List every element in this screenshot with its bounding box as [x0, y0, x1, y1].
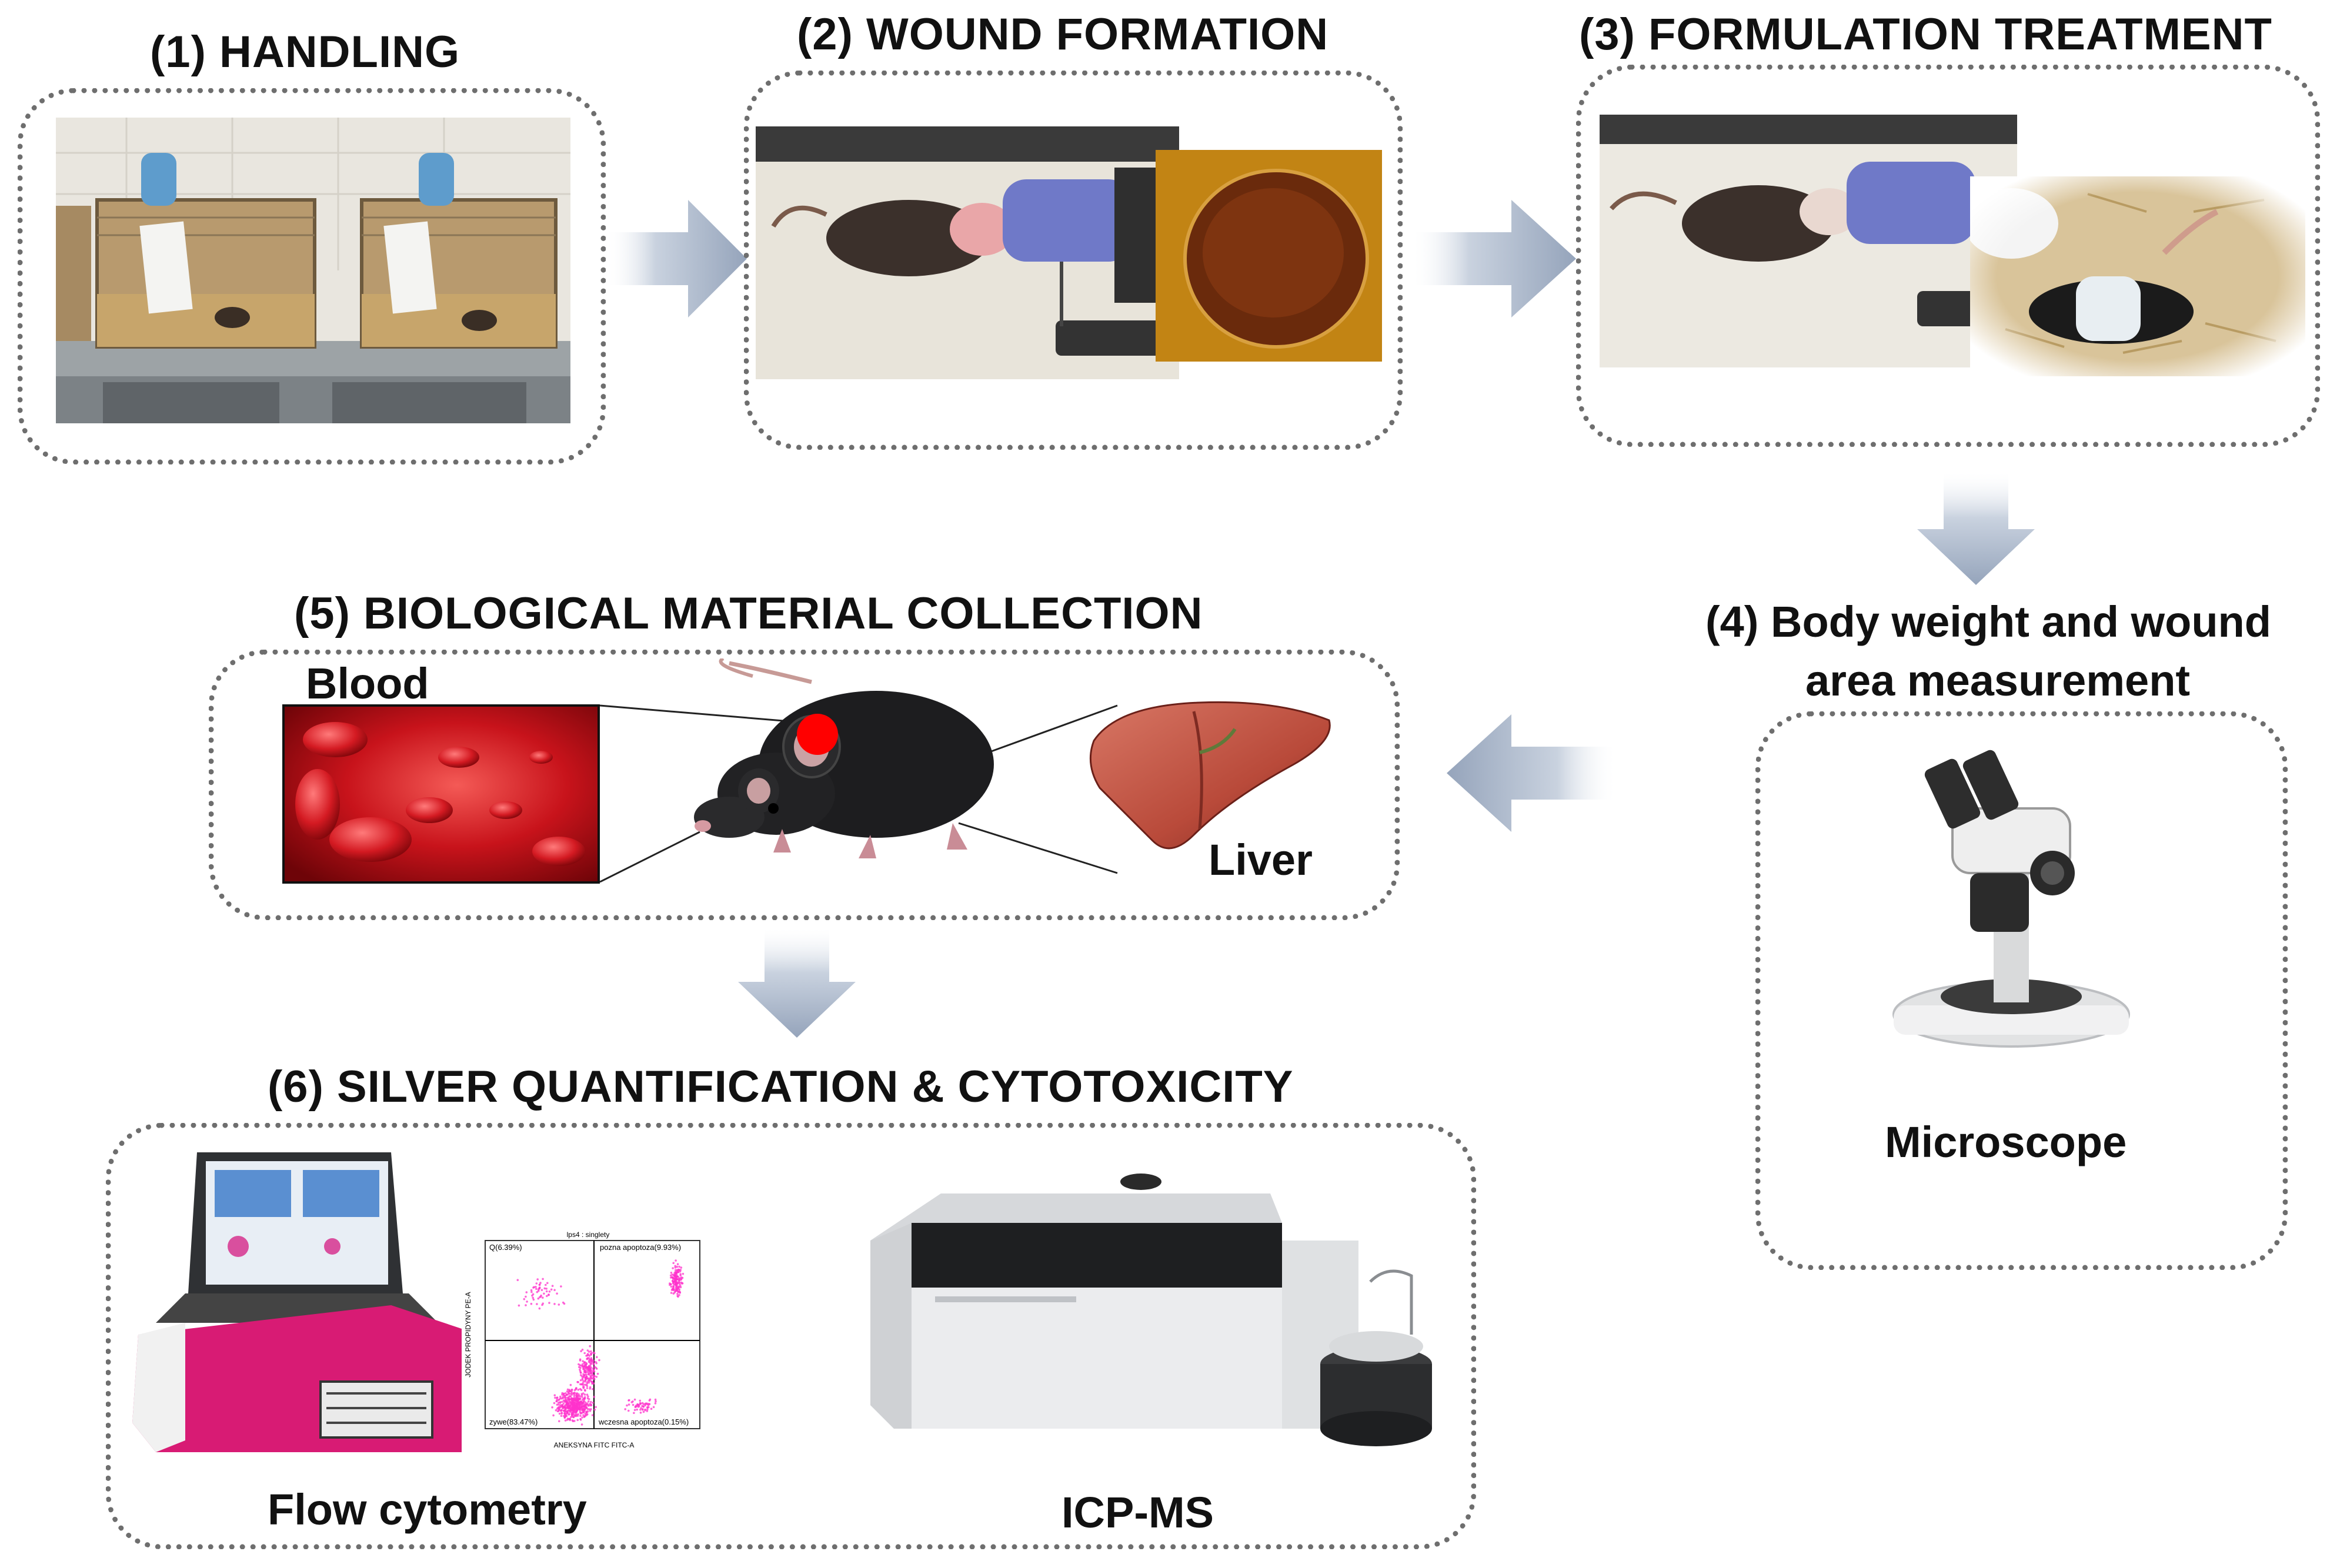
icp-ms-label: ICP-MS: [1061, 1488, 1214, 1537]
step3-title: (3) FORMULATION TREATMENT: [1579, 9, 2272, 59]
wound-closeup-photo: [1156, 150, 1382, 362]
blood-sampling-marker: [796, 713, 839, 756]
step2-title: (2) WOUND FORMATION: [797, 9, 1329, 59]
arrow-down-2: [738, 929, 856, 1038]
step4-title-line1: (4) Body weight and wound: [1705, 597, 2271, 646]
step3-panel: [1576, 65, 2320, 447]
step6-panel: [106, 1123, 1476, 1549]
arrow-left-1: [1447, 714, 1617, 832]
step4-title-line2: area measurement: [1805, 656, 2191, 705]
step1-panel: [18, 88, 606, 464]
blood-label: Blood: [306, 659, 429, 708]
microscope-illustration: [1876, 738, 2135, 1067]
step4-panel: [1755, 711, 2288, 1270]
plot-header: lps4 : singlety: [567, 1231, 610, 1239]
flow-cytometry-label: Flow cytometry: [268, 1485, 587, 1534]
plot-q1-label: Q(6.39%): [489, 1243, 522, 1252]
blood-vessel-image: [282, 704, 600, 884]
connector-lines: [600, 670, 1188, 917]
arrow-right-1: [606, 200, 747, 317]
liver-label: Liver: [1209, 835, 1313, 884]
step6-title: (6) SILVER QUANTIFICATION & CYTOTOXICITY: [268, 1062, 1294, 1112]
handling-photo: [56, 118, 570, 423]
treated-mouse-photo: [1970, 176, 2305, 376]
flow-cytometry-plot: lps4 : singlety Q(6.39%) pozna apoptoza(…: [453, 1229, 712, 1458]
treatment-photo: [1600, 115, 2017, 367]
step5-panel: [209, 650, 1400, 920]
plot-q2-label: pozna apoptoza(9.93%): [600, 1243, 681, 1252]
plot-q4-label: wczesna apoptoza(0.15%): [598, 1417, 689, 1426]
wound-formation-photo: [756, 126, 1179, 379]
plot-ylabel: JODEK PROPIDYNY PE-A: [464, 1292, 472, 1377]
mouse-illustration: [676, 658, 1006, 870]
step1-title: (1) HANDLING: [150, 27, 460, 77]
arrow-down-1: [1917, 473, 2035, 585]
step2-panel: [744, 71, 1403, 450]
plot-xlabel: ANEKSYNA FITC FITC-A: [554, 1441, 635, 1449]
flow-cytometer-illustration: [132, 1146, 462, 1458]
plot-q3-label: zywe(83.47%): [489, 1417, 538, 1426]
step5-title: (5) BIOLOGICAL MATERIAL COLLECTION: [294, 589, 1203, 638]
liver-illustration: [1082, 694, 1341, 864]
microscope-label: Microscope: [1885, 1118, 2127, 1166]
icp-ms-illustration: [859, 1170, 1447, 1458]
arrow-right-2: [1411, 200, 1576, 317]
